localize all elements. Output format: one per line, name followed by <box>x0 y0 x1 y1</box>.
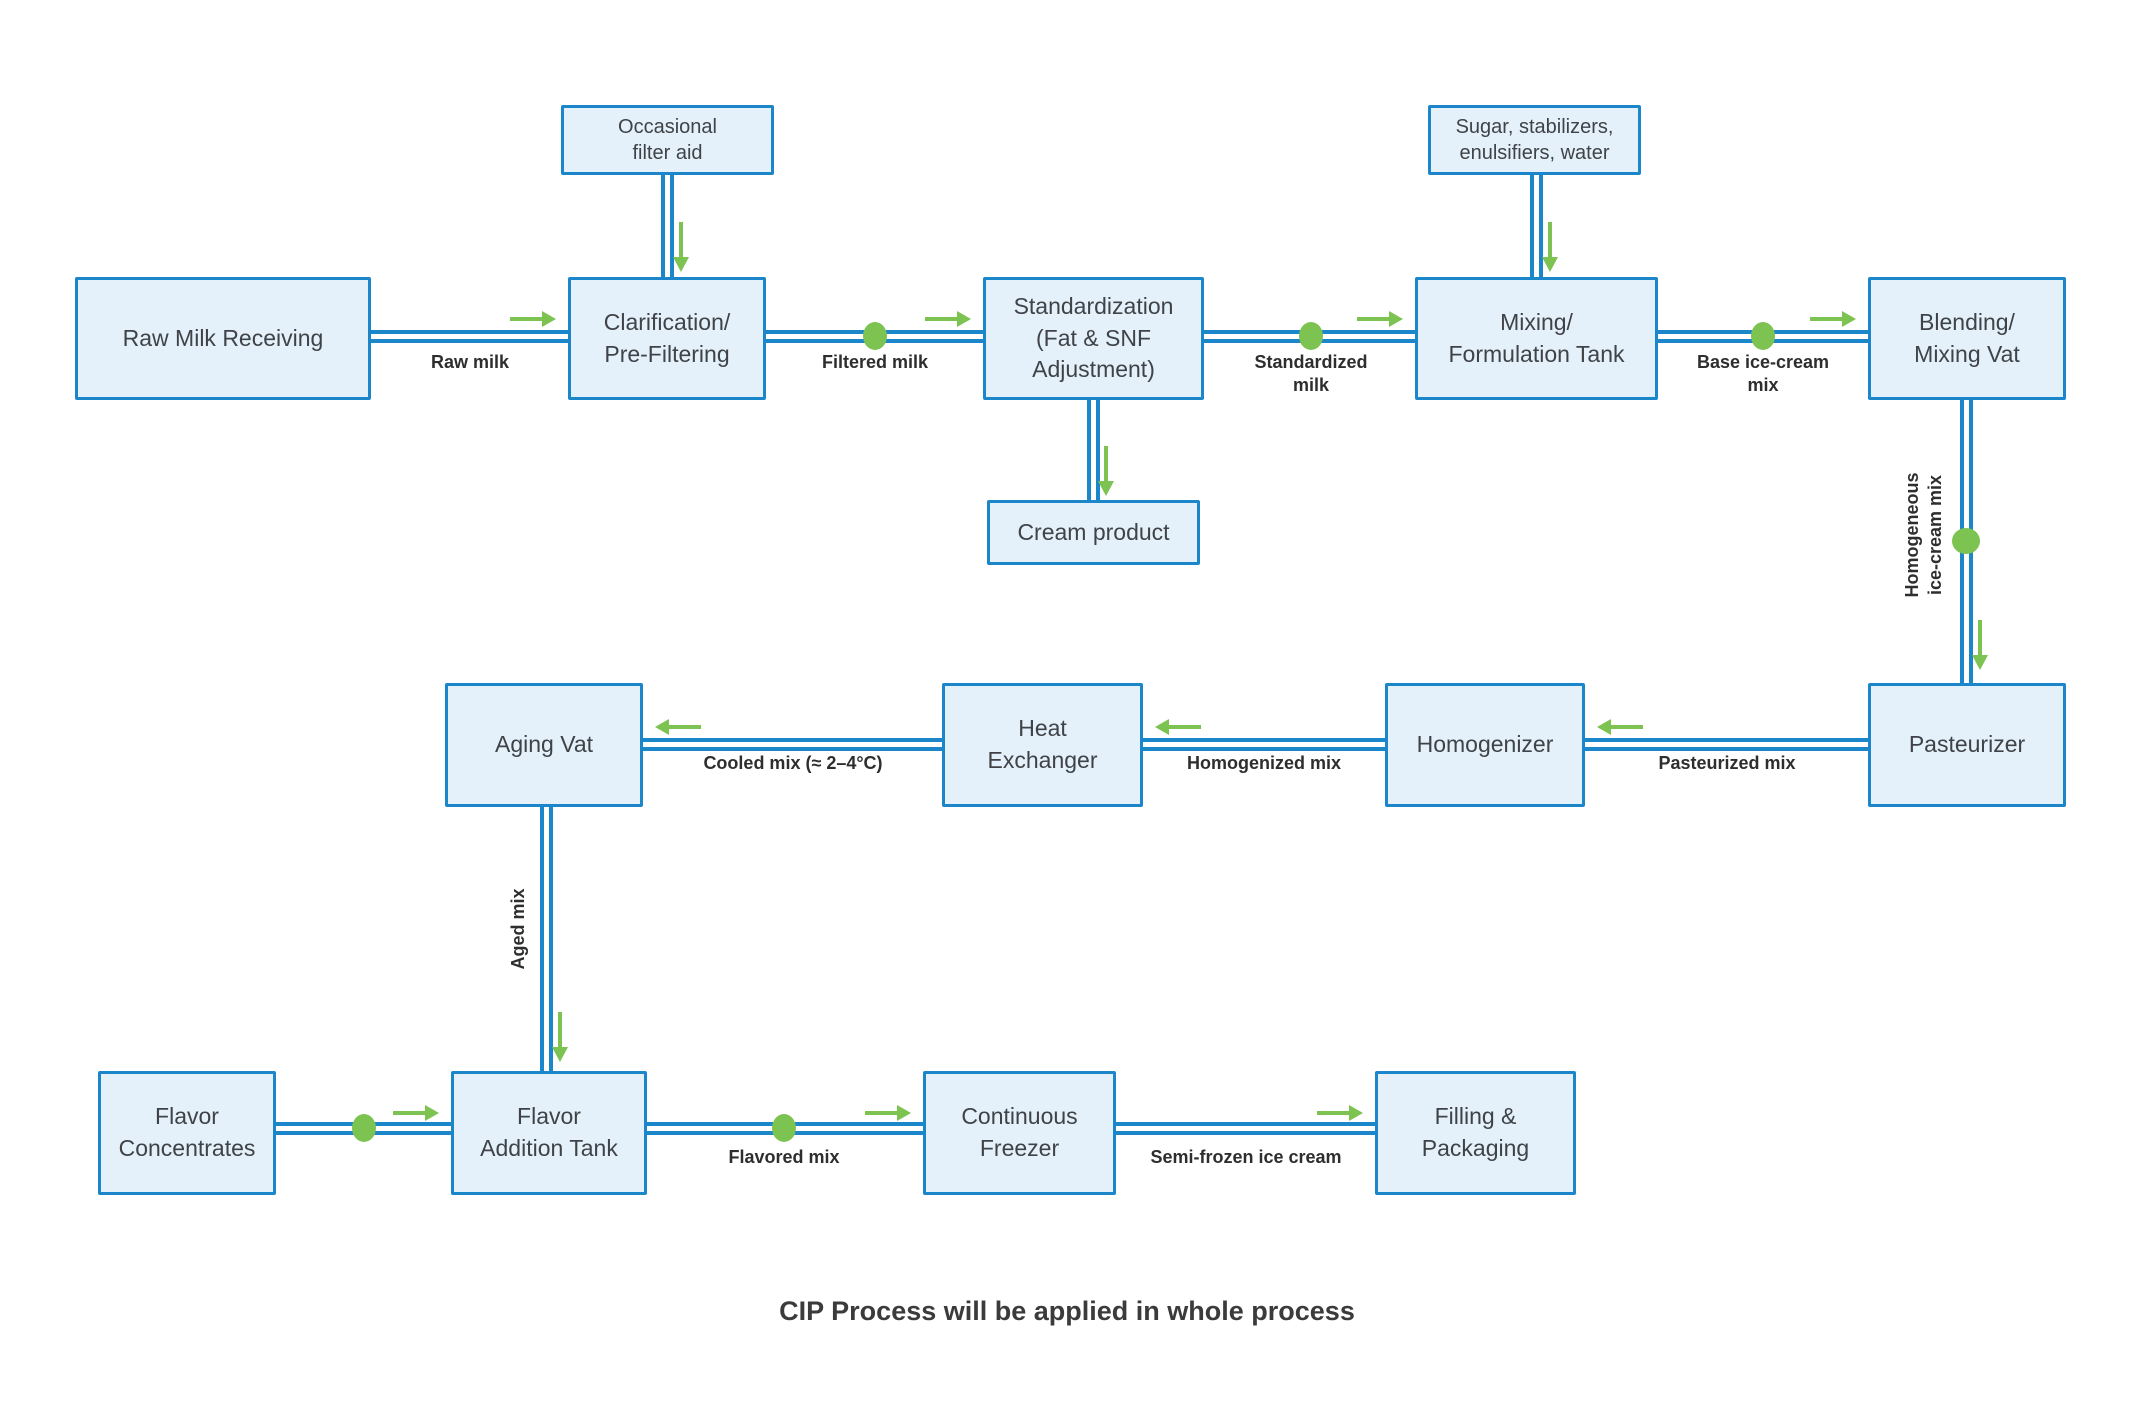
node-sugar-stabilizers: Sugar, stabilizers, enulsifiers, water <box>1428 105 1641 175</box>
edge-label-pasteurized-mix: Pasteurized mix <box>1658 753 1796 773</box>
edge-label-cooled-mix: Cooled mix (≈ 2–4°C) <box>703 753 883 773</box>
edge-label-raw-milk: Raw milk <box>430 352 510 372</box>
pipe-aged-mix <box>540 804 553 1074</box>
pipe-filter-aid <box>661 172 674 280</box>
flow-arrow-right-icon <box>1357 310 1403 328</box>
flow-arrow-right-icon <box>393 1104 439 1122</box>
flow-arrow-down-icon <box>1541 222 1559 272</box>
pipe-pasteurized-mix <box>1582 738 1871 751</box>
node-filling-packaging: Filling & Packaging <box>1375 1071 1576 1195</box>
node-aging-vat: Aging Vat <box>445 683 643 807</box>
node-mixing-formulation-tank: Mixing/ Formulation Tank <box>1415 277 1658 400</box>
edge-label-filtered-milk: Filtered milk <box>821 352 929 372</box>
flow-arrow-left-icon <box>1155 718 1201 736</box>
flow-dot-icon <box>772 1114 796 1142</box>
flow-arrow-down-icon <box>1097 446 1115 496</box>
flow-dot-icon <box>1952 528 1980 554</box>
pipe-homogenized-mix <box>1140 738 1388 751</box>
flow-arrow-left-icon <box>655 718 701 736</box>
pipe-sugar-stabilizers <box>1530 172 1543 280</box>
pipe-cream-product <box>1087 397 1100 503</box>
edge-label-flavored-mix: Flavored mix <box>728 1147 840 1167</box>
edge-label-homogeneous-ice-cream-mix: Homogeneous ice-cream mix <box>1902 472 1946 598</box>
flow-dot-icon <box>1751 322 1775 350</box>
edge-label-aged-mix: Aged mix <box>508 888 528 970</box>
pipe-raw-milk <box>368 330 571 343</box>
edge-label-homogenized-mix: Homogenized mix <box>1186 753 1342 773</box>
node-heat-exchanger: Heat Exchanger <box>942 683 1143 807</box>
node-flavor-concentrates: Flavor Concentrates <box>98 1071 276 1195</box>
cip-process-caption: CIP Process will be applied in whole pro… <box>779 1296 1355 1326</box>
edge-label-semi-frozen-ice-cream: Semi-frozen ice cream <box>1150 1147 1342 1167</box>
flow-dot-icon <box>863 322 887 350</box>
node-occasional-filter-aid: Occasional filter aid <box>561 105 774 175</box>
flow-dot-icon <box>352 1114 376 1142</box>
node-blending-mixing-vat: Blending/ Mixing Vat <box>1868 277 2066 400</box>
flow-dot-icon <box>1299 322 1323 350</box>
node-clarification: Clarification/ Pre-Filtering <box>568 277 766 400</box>
node-homogenizer: Homogenizer <box>1385 683 1585 807</box>
flow-arrow-left-icon <box>1597 718 1643 736</box>
node-continuous-freezer: Continuous Freezer <box>923 1071 1116 1195</box>
flow-arrow-right-icon <box>925 310 971 328</box>
node-cream-product: Cream product <box>987 500 1200 565</box>
edge-label-base-ice-cream-mix: Base ice-cream mix <box>1696 352 1830 396</box>
flow-arrow-right-icon <box>510 310 556 328</box>
flow-arrow-right-icon <box>865 1104 911 1122</box>
node-raw-milk-receiving: Raw Milk Receiving <box>75 277 371 400</box>
node-flavor-addition-tank: Flavor Addition Tank <box>451 1071 647 1195</box>
node-pasteurizer: Pasteurizer <box>1868 683 2066 807</box>
pipe-cooled-mix <box>640 738 945 751</box>
pipe-semi-frozen <box>1113 1122 1378 1135</box>
flow-arrow-right-icon <box>1317 1104 1363 1122</box>
node-standardization: Standardization (Fat & SNF Adjustment) <box>983 277 1204 400</box>
flow-arrow-right-icon <box>1810 310 1856 328</box>
flow-arrow-down-icon <box>672 222 690 272</box>
edge-label-standardized-milk: Standardized milk <box>1254 352 1368 396</box>
flow-arrow-down-icon <box>551 1012 569 1062</box>
flow-arrow-down-icon <box>1971 620 1989 670</box>
